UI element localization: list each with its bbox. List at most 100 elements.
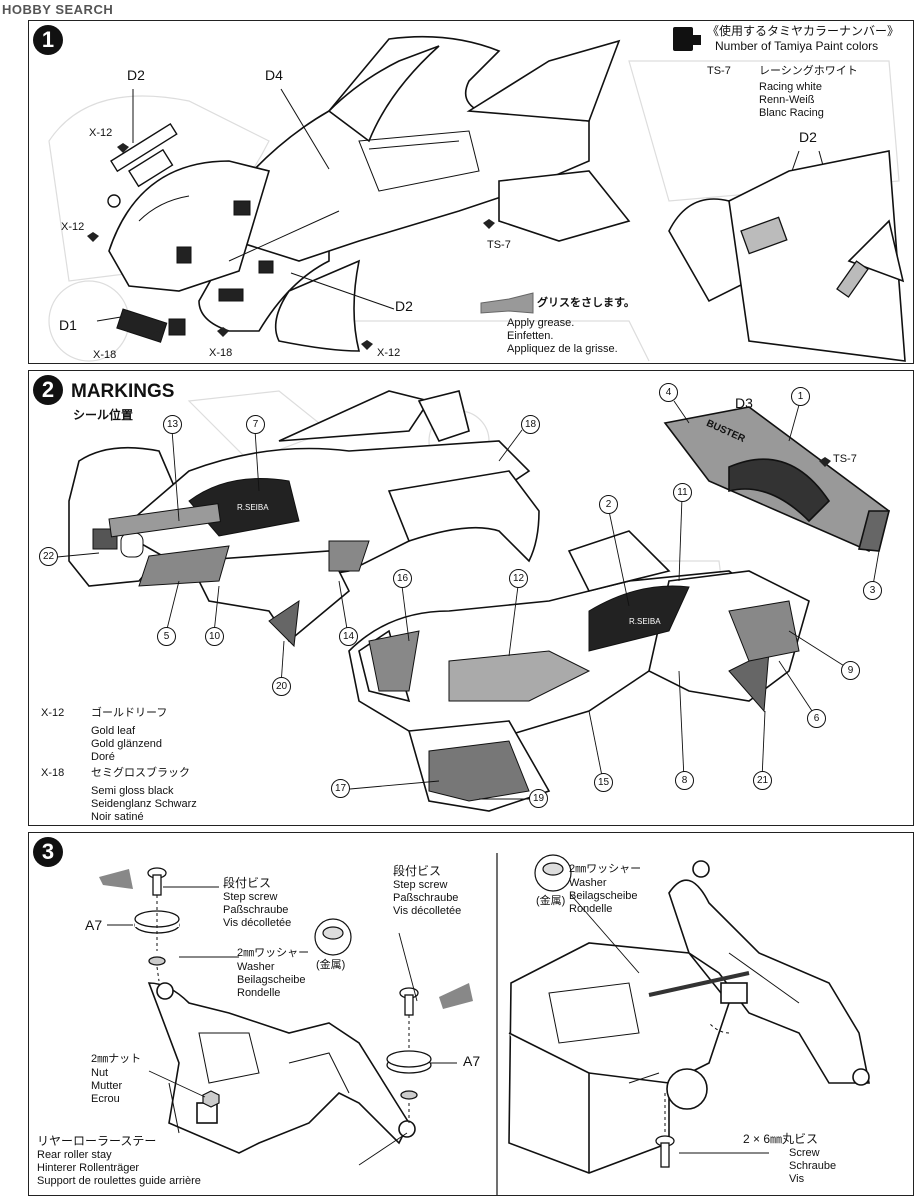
grease-tube-icon <box>480 292 534 314</box>
grease-instruction: Einfetten. <box>507 330 554 342</box>
label-x18: X-18 <box>93 349 117 361</box>
label-x12: X-12 <box>61 221 85 233</box>
step-number: 2 <box>33 375 63 405</box>
label-ts7: TS-7 <box>487 239 511 251</box>
step-screw-jp: 段付ビス <box>223 876 272 890</box>
step-number: 1 <box>33 25 63 55</box>
paint-header-en: Number of Tamiya Paint colors <box>715 39 879 53</box>
sticker-number: 10 <box>205 627 224 646</box>
step-2-panel: 2 MARKINGS シール位置 <box>28 370 914 826</box>
paint-name: Blanc Racing <box>759 107 824 119</box>
washer-jp: 2㎜ワッシャー <box>237 947 310 959</box>
sticker-number: 20 <box>272 677 291 696</box>
color-code: X-12 <box>41 707 65 719</box>
sticker-number: 8 <box>675 771 694 790</box>
step-3-panel: 3 <box>28 832 914 1196</box>
color-name-jp: セミグロスブラック <box>91 767 190 779</box>
label-a7: A7 <box>463 1053 481 1069</box>
washer-jp: 2㎜ワッシャー <box>569 863 642 875</box>
color-name: Seidenglanz Schwarz <box>91 798 197 810</box>
grease-instruction: Appliquez de la grisse. <box>507 343 618 355</box>
step-2-illustration <box>56 390 891 812</box>
step-screw-label: Paßschraube <box>393 892 459 904</box>
step-3-illustration <box>99 853 870 1195</box>
paint-name: Renn-Weiß <box>759 94 815 106</box>
step-screw-label: Step screw <box>393 879 448 891</box>
metal-note: (金属) <box>536 895 566 907</box>
metal-rod-icon <box>648 971 750 997</box>
step-screw-label: Vis décolletée <box>223 917 292 929</box>
sticker-number: 6 <box>807 709 826 728</box>
rear-stay-label: Hinterer Rollenträger <box>37 1162 140 1174</box>
sticker-number: 18 <box>521 415 540 434</box>
step-screw-jp: 段付ビス <box>393 864 442 878</box>
step-screw-label: Paßschraube <box>223 904 289 916</box>
paint-name-jp: レーシングホワイト <box>759 65 858 77</box>
washer-label: Rondelle <box>569 903 613 915</box>
sticker-number: 9 <box>841 661 860 680</box>
metal-note: (金属) <box>316 959 346 971</box>
step-number: 3 <box>33 837 63 867</box>
sticker-number: 22 <box>39 547 58 566</box>
rear-stay-label: Rear roller stay <box>37 1149 112 1161</box>
sticker-number: 3 <box>863 581 882 600</box>
sticker-number: 5 <box>157 627 176 646</box>
nut-label: Nut <box>91 1067 109 1079</box>
washer-label: Beilagscheibe <box>237 974 306 986</box>
label-x12: X-12 <box>89 127 113 139</box>
color-name: Doré <box>91 751 115 763</box>
color-name: Noir satiné <box>91 811 144 823</box>
markings-subtitle-jp: シール位置 <box>73 408 134 422</box>
sticker-number: 16 <box>393 569 412 588</box>
sticker-number: 15 <box>594 773 613 792</box>
step-1-illustration <box>48 27 906 362</box>
nut-label: Mutter <box>91 1080 123 1092</box>
sticker-number: 2 <box>599 495 618 514</box>
sticker-number: 7 <box>246 415 265 434</box>
color-code: X-18 <box>41 767 65 779</box>
label-d3: D3 <box>735 395 753 411</box>
sticker-number: 11 <box>673 483 692 502</box>
color-name: Gold leaf <box>91 725 136 737</box>
sticker-number: 13 <box>163 415 182 434</box>
screw-label: Schraube <box>789 1160 837 1172</box>
watermark: HOBBY SEARCH <box>2 2 114 17</box>
screw-label: Vis <box>789 1173 805 1185</box>
label-ts7: TS-7 <box>833 453 857 465</box>
sticker-number: 12 <box>509 569 528 588</box>
paint-name: Racing white <box>759 81 822 93</box>
sticker-number: 21 <box>753 771 772 790</box>
screw-label: Screw <box>789 1147 820 1159</box>
sticker-number: 14 <box>339 627 358 646</box>
washer-label: Washer <box>237 961 275 973</box>
screw-jp: 2 × 6㎜丸ビス <box>743 1132 819 1146</box>
grease-instruction: Apply grease. <box>507 317 575 329</box>
washer-label: Rondelle <box>237 987 281 999</box>
color-name-jp: ゴールドリーフ <box>91 707 168 719</box>
sticker-number: 4 <box>659 383 678 402</box>
label-x18: X-18 <box>209 347 233 359</box>
sticker-number: 1 <box>791 387 810 406</box>
label-d1: D1 <box>59 317 77 333</box>
sticker-number: 19 <box>529 789 548 808</box>
rear-stay-label: Support de roulettes guide arrière <box>37 1175 201 1187</box>
direction-arrow-icon <box>439 983 473 1009</box>
nut-label: Ecrou <box>91 1093 120 1105</box>
label-d2: D2 <box>127 67 145 83</box>
washer-label: Washer <box>569 877 607 889</box>
color-name: Semi gloss black <box>91 785 174 797</box>
paint-header-jp: 《使用するタミヤカラーナンバー》 <box>707 24 900 38</box>
paint-code: TS-7 <box>707 65 731 77</box>
label-a7: A7 <box>85 917 103 933</box>
label-d4: D4 <box>265 67 283 83</box>
label-x12: X-12 <box>377 347 401 359</box>
label-d2: D2 <box>395 298 413 314</box>
step-screw-label: Vis décolletée <box>393 905 462 917</box>
decal-text: R.SEIBA <box>629 617 661 626</box>
direction-arrow-icon <box>99 869 133 889</box>
step-1-panel: 1 <box>28 20 914 364</box>
grease-instruction-jp: グリスをさします。 <box>537 297 635 309</box>
decal-text: R.SEIBA <box>237 503 269 512</box>
step-screw-label: Step screw <box>223 891 278 903</box>
label-d2: D2 <box>799 129 817 145</box>
